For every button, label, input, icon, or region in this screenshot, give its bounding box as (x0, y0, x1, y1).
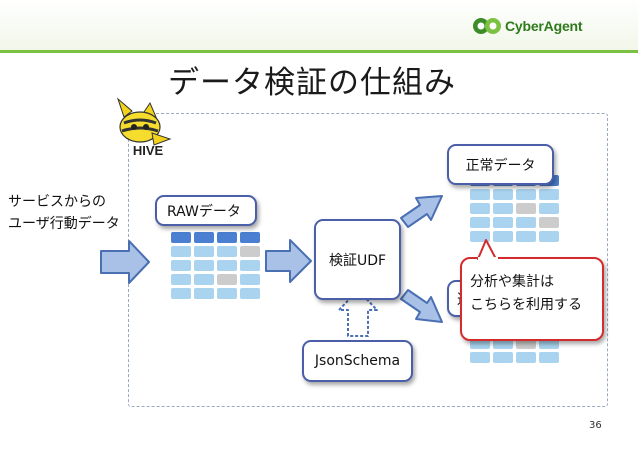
arrow-validator-to-valid (400, 195, 443, 228)
page-number: 36 (589, 420, 602, 431)
validator-udf-box: 検証UDF (314, 219, 401, 300)
slide-title: データ検証の仕組み (168, 65, 456, 101)
callout-text: 分析や集計は こちらを利用する (470, 271, 582, 317)
raw-data-box: RAWデータ (155, 195, 257, 226)
valid-data-label: 正常データ (465, 157, 536, 174)
arrow-source-to-raw (100, 240, 150, 284)
logo-text: CyberAgent (505, 18, 583, 34)
source-label-line-2: ユーザ行動データ (8, 216, 120, 232)
analysis-callout: 分析や集計は こちらを利用する (460, 257, 604, 341)
validator-udf-label: 検証UDF (328, 252, 387, 269)
raw-data-table (171, 232, 260, 299)
cyberagent-logo: CyberAgent (472, 17, 583, 35)
cyberagent-logo-icon (473, 18, 501, 34)
hive-logo-text: HIVE (133, 143, 164, 158)
header-band (0, 0, 638, 50)
callout-line-2: こちらを利用する (470, 297, 582, 313)
valid-data-box: 正常データ (447, 144, 554, 185)
header-rule (0, 50, 638, 53)
source-label: サービスからの ユーザ行動データ (8, 191, 120, 235)
callout-pointer-tail (477, 239, 497, 260)
arrow-raw-to-validator (265, 239, 312, 283)
json-schema-label: JsonSchema (314, 353, 401, 369)
source-label-line-1: サービスからの (8, 194, 106, 210)
arrow-schema-to-validator (338, 289, 378, 337)
callout-line-1: 分析や集計は (470, 274, 554, 290)
json-schema-box: JsonSchema (302, 340, 413, 382)
hive-logo-icon: HIVE (116, 97, 172, 158)
raw-data-label: RAWデータ (167, 203, 241, 220)
arrow-validator-to-invalid (400, 289, 443, 323)
